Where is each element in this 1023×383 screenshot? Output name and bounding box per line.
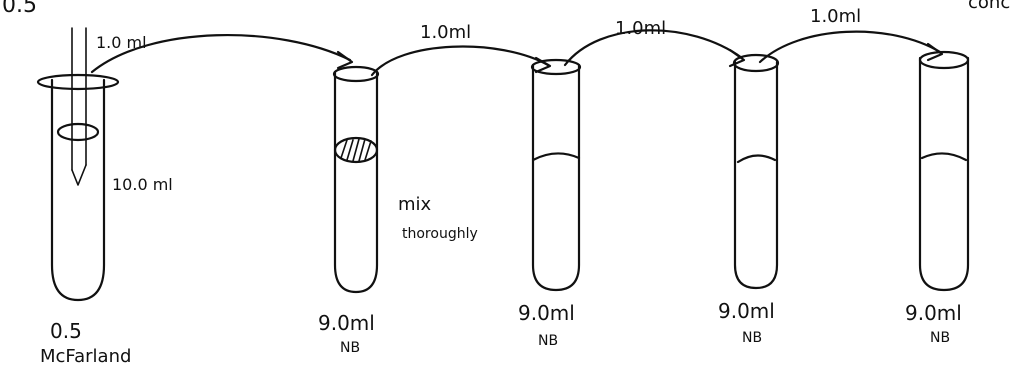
tube-4-medium: NB: [930, 330, 950, 346]
tube-1-medium: NB: [340, 340, 360, 356]
tube-3-volume: 9.0ml: [718, 299, 775, 323]
tube-3-medium: NB: [742, 330, 762, 346]
stock-caption-line2: McFarland: [40, 346, 131, 367]
dilution-tube-4: [920, 52, 968, 290]
transfer-label-4: 1.0ml: [810, 6, 861, 27]
corner-fragment: conc: [968, 0, 1010, 13]
tube-2-medium: NB: [538, 333, 558, 349]
mixed-liquid-hatch: [335, 138, 377, 162]
stock-caption-line1: 0.5: [50, 319, 82, 343]
stock-liquid-level: [58, 124, 98, 140]
transfer-label-3: 1.0ml: [615, 18, 666, 39]
pipette-icon: [72, 28, 86, 185]
dilution-tube-3: [734, 55, 778, 288]
mix-note-line1: mix: [398, 194, 432, 215]
transfer-label-1: 1.0 ml: [96, 33, 147, 52]
transfer-arrow-2: [372, 47, 550, 75]
stock-volume-label: 10.0 ml: [112, 175, 173, 194]
dilution-tube-1: [334, 67, 378, 292]
tube-2-volume: 9.0ml: [518, 301, 575, 325]
mix-note-line2: thoroughly: [402, 226, 478, 242]
header-fragment: 0.5: [2, 0, 37, 18]
transfer-arrow-4: [760, 32, 942, 62]
tube-1-volume: 9.0ml: [318, 311, 375, 335]
stock-tube: [38, 28, 118, 300]
tube-4-volume: 9.0ml: [905, 301, 962, 325]
dilution-tube-2: [532, 60, 580, 290]
transfer-label-2: 1.0ml: [420, 22, 471, 43]
